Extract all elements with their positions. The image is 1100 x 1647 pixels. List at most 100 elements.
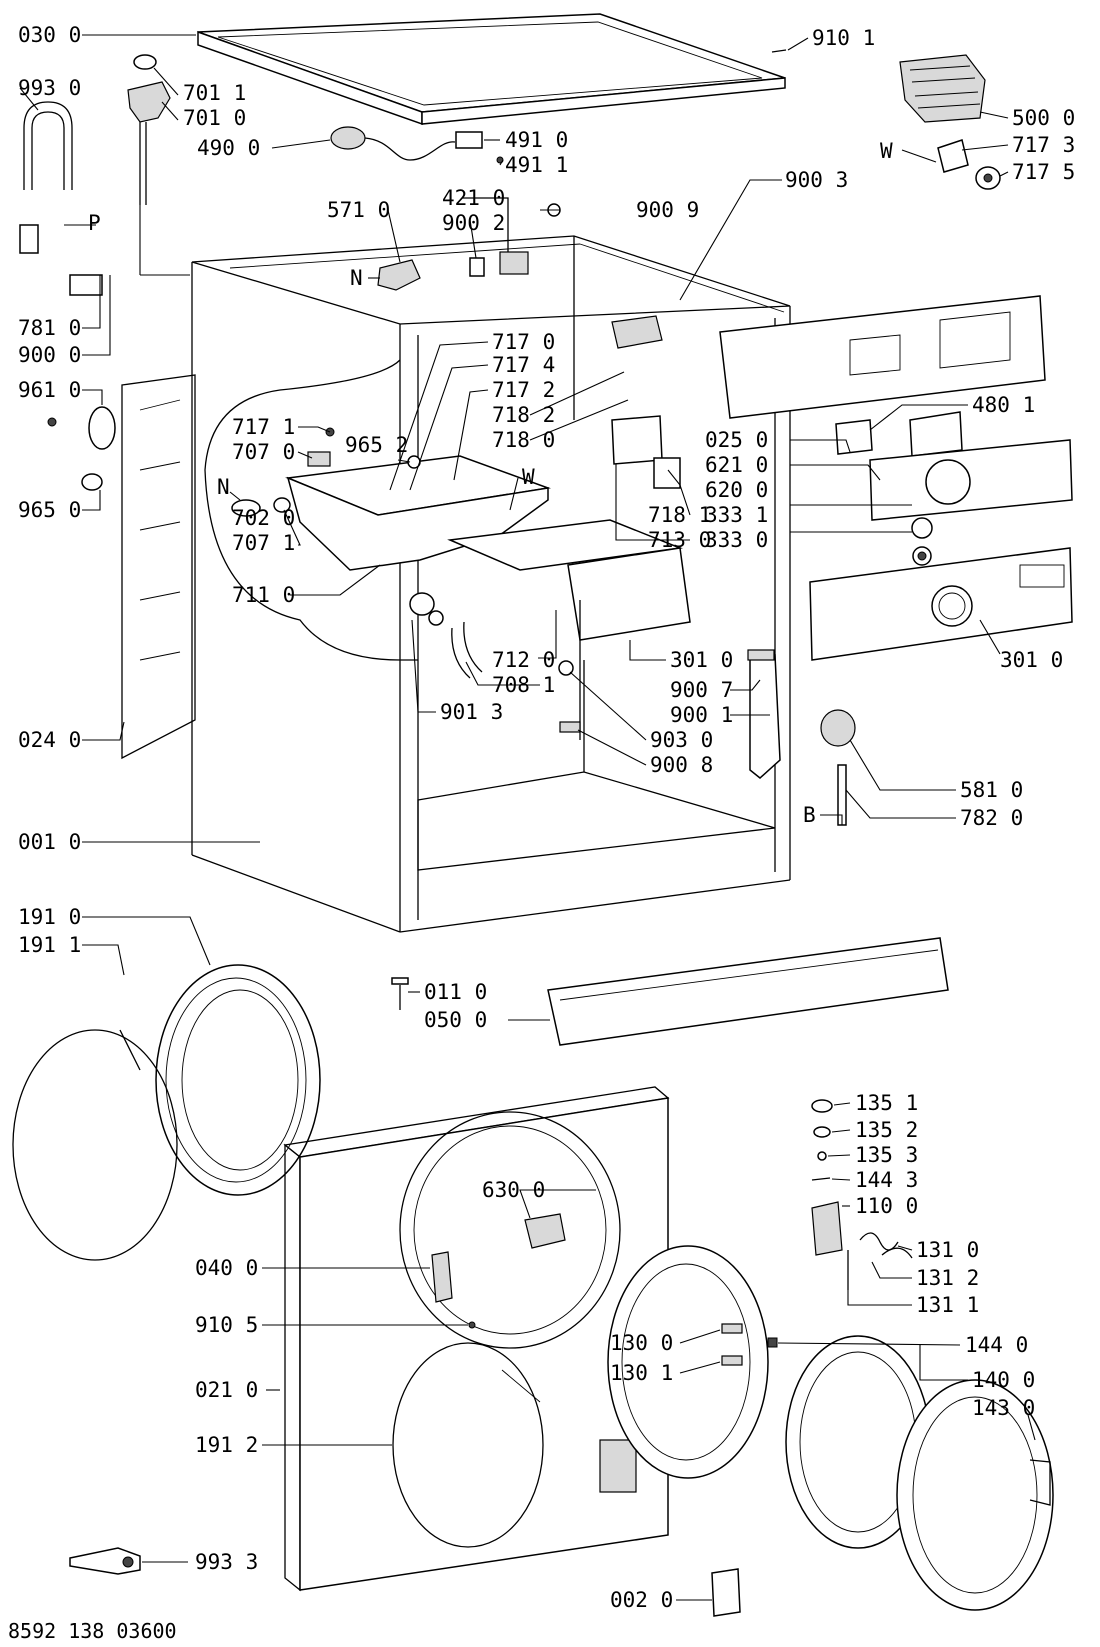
callout-B: B: [803, 803, 816, 827]
callout-301-0-b: 301 0: [1000, 648, 1063, 672]
callout-571-0: 571 0: [327, 198, 390, 222]
callout-707-1: 707 1: [232, 531, 295, 555]
callout-W-top: W: [880, 139, 893, 163]
callout-135-1: 135 1: [855, 1091, 918, 1115]
door-outer: [785, 1335, 1054, 1611]
callout-021-0: 021 0: [195, 1378, 258, 1402]
callout-900-1: 900 1: [670, 703, 733, 727]
callout-130-0: 130 0: [610, 1331, 673, 1355]
callout-701-0: 701 0: [183, 106, 246, 130]
callout-965-2: 965 2: [345, 433, 408, 457]
callout-144-3: 144 3: [855, 1168, 918, 1192]
callout-901-3: 901 3: [440, 700, 503, 724]
kick-plate: [391, 937, 949, 1046]
callout-712-0: 712 0: [492, 648, 555, 672]
module-parts: [771, 49, 1001, 190]
callout-707-0: 707 0: [232, 440, 295, 464]
door-frame-inner: [607, 1245, 778, 1479]
callout-900-7: 900 7: [670, 678, 733, 702]
callout-993-0: 993 0: [18, 76, 81, 100]
callout-135-2: 135 2: [855, 1118, 918, 1142]
callout-143-0: 143 0: [972, 1396, 1035, 1420]
callout-labels: 030 0 701 1 701 0 993 0 490 0 491 0 491 …: [8, 23, 1075, 1643]
callout-702-0: 702 0: [232, 506, 295, 530]
part-drawings: [12, 13, 1073, 1617]
callout-717-4: 717 4: [492, 353, 555, 377]
callout-620-0: 620 0: [705, 478, 768, 502]
callout-717-2: 717 2: [492, 378, 555, 402]
callout-900-8: 900 8: [650, 753, 713, 777]
callout-110-0: 110 0: [855, 1194, 918, 1218]
callout-717-3: 717 3: [1012, 133, 1075, 157]
callout-961-0: 961 0: [18, 378, 81, 402]
callout-490-0: 490 0: [197, 136, 260, 160]
callout-191-1: 191 1: [18, 933, 81, 957]
leader-lines: [19, 34, 1036, 1601]
callout-135-3: 135 3: [855, 1143, 918, 1167]
footer-code: 8592 138 03600: [8, 1619, 177, 1643]
callout-621-0: 621 0: [705, 453, 768, 477]
pressure-switch: [820, 709, 856, 826]
callout-131-2: 131 2: [916, 1266, 979, 1290]
callout-301-0-a: 301 0: [670, 648, 733, 672]
callout-900-3: 900 3: [785, 168, 848, 192]
callout-900-2: 900 2: [442, 211, 505, 235]
callout-900-0: 900 0: [18, 343, 81, 367]
callout-333-1: 333 1: [705, 503, 768, 527]
callout-965-0: 965 0: [18, 498, 81, 522]
callout-718-0: 718 0: [492, 428, 555, 452]
callout-717-0: 717 0: [492, 330, 555, 354]
cabinet-top-parts: [377, 197, 561, 291]
door-gasket: [12, 964, 321, 1261]
callout-993-3: 993 3: [195, 1550, 258, 1574]
callout-050-0: 050 0: [424, 1008, 487, 1032]
callout-131-1: 131 1: [916, 1293, 979, 1317]
callout-781-0: 781 0: [18, 316, 81, 340]
dispenser-brackets: [558, 315, 781, 779]
callout-910-1: 910 1: [812, 26, 875, 50]
callout-717-1: 717 1: [232, 415, 295, 439]
callout-P: P: [88, 211, 101, 235]
callout-025-0: 025 0: [705, 428, 768, 452]
callout-024-0: 024 0: [18, 728, 81, 752]
callout-630-0: 630 0: [482, 1178, 545, 1202]
callout-491-1: 491 1: [505, 153, 568, 177]
callout-001-0: 001 0: [18, 830, 81, 854]
callout-040-0: 040 0: [195, 1256, 258, 1280]
callout-140-0: 140 0: [972, 1368, 1035, 1392]
hinge-parts: [811, 1099, 913, 1290]
callout-701-1: 701 1: [183, 81, 246, 105]
rear-panel: [47, 374, 196, 760]
callout-N-mid: N: [217, 475, 230, 499]
callout-718-2: 718 2: [492, 403, 555, 427]
callout-782-0: 782 0: [960, 806, 1023, 830]
callout-708-1: 708 1: [492, 673, 555, 697]
callout-011-0: 011 0: [424, 980, 487, 1004]
callout-002-0: 002 0: [610, 1588, 673, 1612]
callout-421-0: 421 0: [442, 186, 505, 210]
top-lid: [197, 13, 786, 126]
callout-480-1: 480 1: [972, 393, 1035, 417]
callout-144-0: 144 0: [965, 1333, 1028, 1357]
valve-and-hose: [19, 54, 190, 296]
callout-500-0: 500 0: [1012, 106, 1075, 130]
tool-and-card: [69, 1547, 741, 1617]
callout-900-9: 900 9: [636, 198, 699, 222]
callout-581-0: 581 0: [960, 778, 1023, 802]
callout-717-5: 717 5: [1012, 160, 1075, 184]
callout-130-1: 130 1: [610, 1361, 673, 1385]
callout-903-0: 903 0: [650, 728, 713, 752]
callout-713-0: 713 0: [648, 528, 711, 552]
callout-910-5: 910 5: [195, 1313, 258, 1337]
front-panel: [283, 1086, 670, 1592]
detergent-dispenser: [231, 427, 691, 679]
callout-191-0: 191 0: [18, 905, 81, 929]
control-panel-parts: [719, 295, 1073, 661]
callout-491-0: 491 0: [505, 128, 568, 152]
mains-cable: [330, 126, 504, 164]
callout-718-1: 718 1: [648, 503, 711, 527]
callout-333-0: 333 0: [705, 528, 768, 552]
callout-N-top: N: [350, 266, 363, 290]
callout-711-0: 711 0: [232, 583, 295, 607]
